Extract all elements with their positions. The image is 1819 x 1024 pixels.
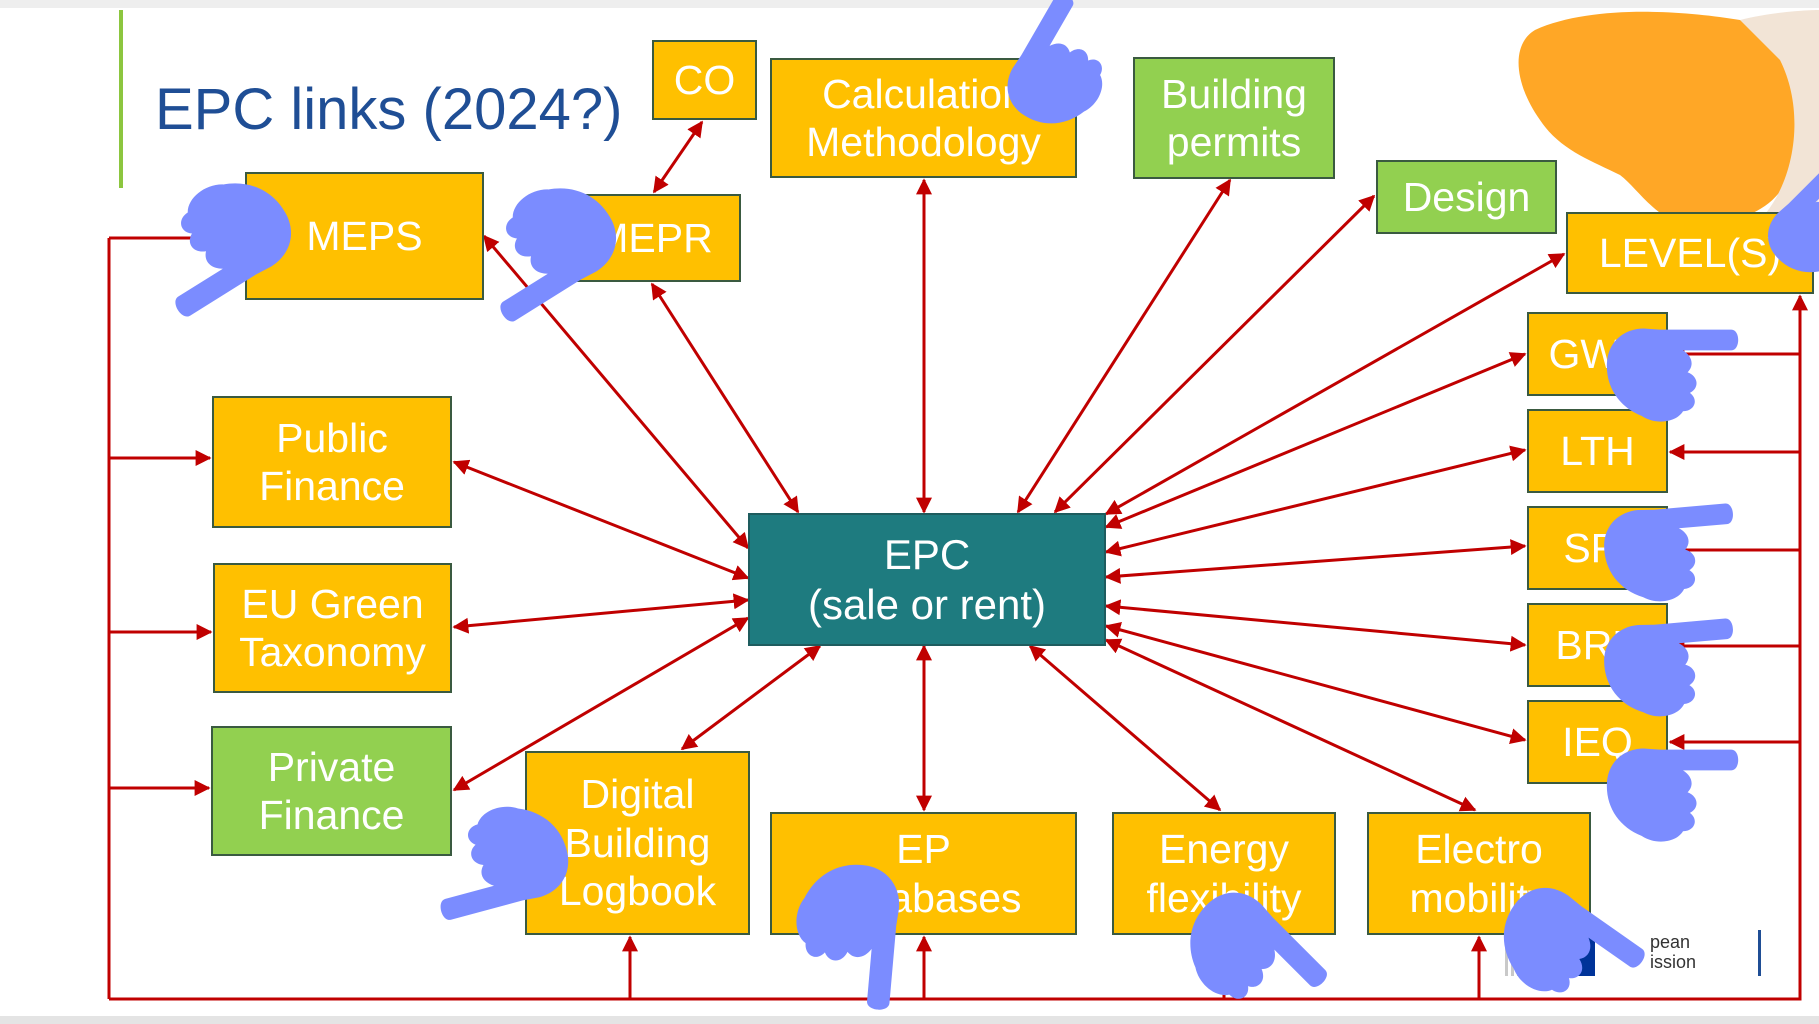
box-meps[interactable]: MEPS <box>245 172 484 300</box>
box-energy-flexibility[interactable]: Energy flexibility <box>1112 812 1336 935</box>
box-eu-green-taxonomy[interactable]: EU Green Taxonomy <box>213 563 452 693</box>
eu-flag-icon <box>1535 930 1595 976</box>
box-co[interactable]: CO <box>652 40 757 120</box>
box-design[interactable]: Design <box>1376 160 1557 234</box>
arrow-epc-meps <box>482 234 750 550</box>
logo-divider <box>1758 930 1761 976</box>
arrow-epc-design <box>1053 194 1376 514</box>
arrow-epc-public-finance <box>452 459 750 581</box>
box-public-finance[interactable]: Public Finance <box>212 396 452 528</box>
orange-blob-shape <box>1518 11 1803 226</box>
arrow-epc-electro <box>1104 638 1477 812</box>
box-digital-building-logbook[interactable]: Digital Building Logbook <box>525 751 750 935</box>
arrow-epc-mepr <box>650 282 800 514</box>
arrow-epc-brp <box>1104 599 1527 652</box>
arrow-mepr-co <box>652 120 704 194</box>
title-accent-line <box>119 10 123 188</box>
box-calculation-methodology[interactable]: Calculation Methodology <box>770 58 1077 178</box>
box-mepr[interactable]: MEPR <box>566 194 741 282</box>
box-lth[interactable]: LTH <box>1527 409 1668 493</box>
box-epc[interactable]: EPC (sale or rent) <box>748 513 1106 646</box>
slide-title: EPC links (2024?) <box>155 77 623 142</box>
ec-logo-text: pean ission <box>1650 932 1697 972</box>
arrow-epc-sri <box>1104 539 1527 584</box>
box-private-finance[interactable]: Private Finance <box>211 726 452 856</box>
arrow-epc-eu-taxonomy <box>452 593 750 634</box>
feedback-bottom-bus <box>109 294 1808 1001</box>
arrow-epc-private-finance <box>452 616 750 792</box>
box-sri[interactable]: SRI <box>1527 506 1668 590</box>
arrow-epc-logbook <box>680 644 822 751</box>
top-edge <box>0 0 1819 8</box>
box-ieq[interactable]: IEQ <box>1527 700 1668 784</box>
logo-stripes <box>1505 930 1535 976</box>
arrow-epc-energy <box>1028 644 1222 812</box>
arrow-epc-lth <box>1104 445 1527 557</box>
box-electro-mobility[interactable]: Electro mobility <box>1367 812 1591 935</box>
box-ep-databases[interactable]: EP Databases <box>770 812 1077 935</box>
arrow-epc-ieq <box>1104 622 1527 744</box>
box-gwp[interactable]: GWP <box>1527 312 1668 396</box>
arrow-epc-levels <box>1104 252 1566 516</box>
box-building-permits[interactable]: Building permits <box>1133 57 1335 179</box>
box-levels[interactable]: LEVEL(S) <box>1566 212 1814 294</box>
box-brp[interactable]: BRP <box>1527 603 1668 687</box>
bottom-edge <box>0 1016 1819 1024</box>
ec-logo: pean ission <box>1505 930 1765 978</box>
